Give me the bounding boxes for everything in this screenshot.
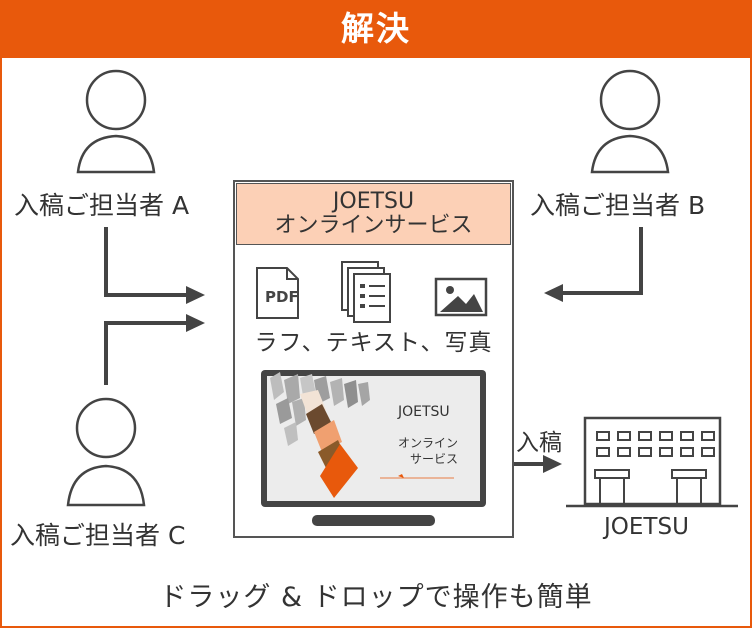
- service-title-line1: JOETSU: [332, 189, 415, 214]
- person-c-icon: [66, 397, 146, 507]
- submit-label: 入稿: [516, 430, 562, 456]
- person-a-icon: [76, 69, 156, 174]
- company-name: JOETSU: [604, 514, 689, 540]
- pdf-icon-label: PDF: [265, 288, 299, 306]
- person-b-label: 入稿ご担当者 B: [530, 191, 706, 220]
- person-c-label: 入稿ご担当者 C: [10, 521, 186, 550]
- building-icon: [566, 416, 738, 508]
- person-b-icon: [590, 69, 670, 174]
- image-icon: [434, 277, 488, 317]
- screen-logo: JOETSU: [398, 404, 450, 420]
- arrow-service-to-company: [514, 455, 562, 473]
- screen-line1: オンライン: [398, 436, 459, 450]
- header-title: 解決: [341, 9, 411, 48]
- screen-line2: サービス: [410, 452, 459, 466]
- service-header: [236, 183, 511, 245]
- pdf-icon: [256, 267, 299, 319]
- materials-label: ラフ、テキスト、写真: [254, 330, 493, 356]
- person-a-label: 入稿ご担当者 A: [14, 191, 190, 220]
- monitor-icon: [261, 370, 486, 526]
- arrow-a-to-service: [104, 227, 205, 304]
- service-title-line2: オンラインサービス: [274, 213, 473, 238]
- arrow-b-to-service: [544, 227, 643, 302]
- service-title: JOETSU オンラインサービス: [236, 190, 511, 238]
- service-box: [233, 180, 514, 538]
- screen-graphic: [270, 372, 454, 498]
- header-bar: [0, 0, 752, 58]
- arrow-c-to-service: [104, 314, 205, 385]
- document-list-icon: [341, 261, 391, 323]
- footer-text: ドラッグ & ドロップで操作も簡単: [159, 582, 593, 613]
